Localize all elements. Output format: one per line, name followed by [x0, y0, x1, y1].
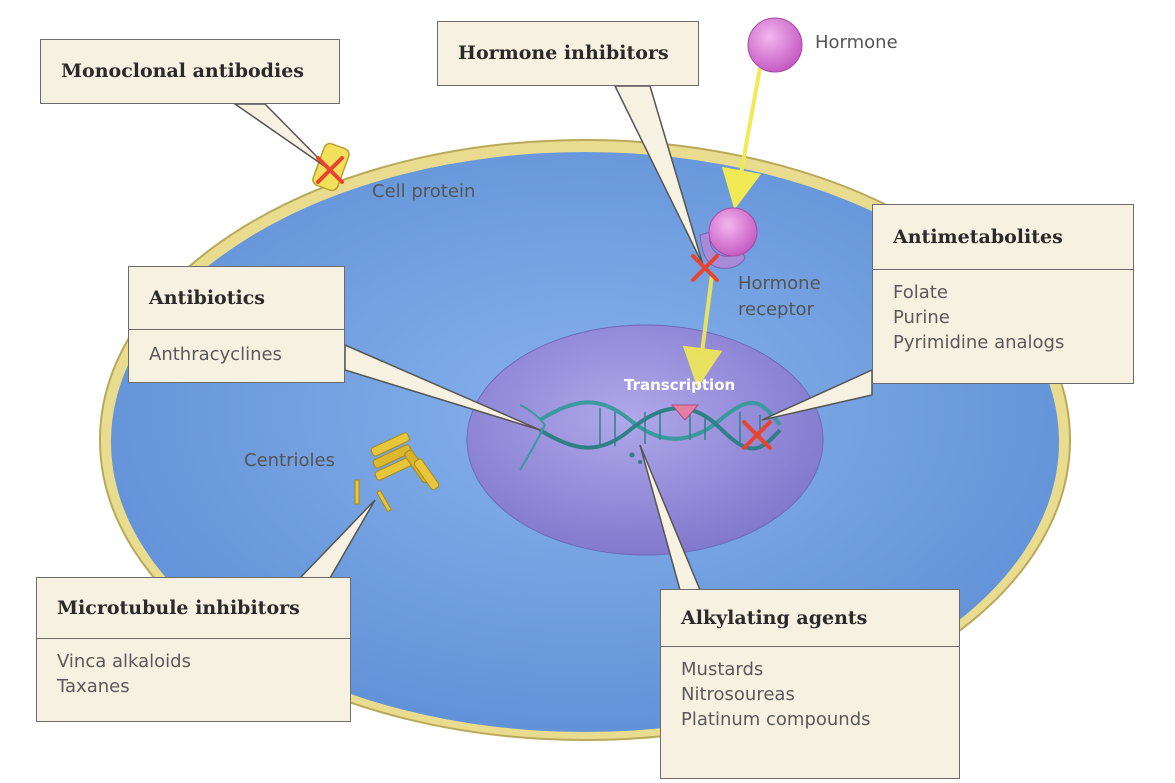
centrioles	[354, 432, 440, 513]
alkylating-item-mustards: Mustards	[681, 659, 764, 680]
pointer-antibiotics	[344, 343, 541, 431]
inhibition-x-marks	[316, 156, 772, 450]
centrioles-label: Centrioles	[244, 450, 335, 471]
hormone-receptor-label-line1: Hormone	[738, 273, 821, 294]
cell-protein-label: Cell protein	[372, 181, 476, 202]
dna-helix	[519, 400, 782, 471]
alkylating-agents-divider	[661, 646, 959, 647]
microtubule-item-taxanes: Taxanes	[57, 676, 130, 697]
monoclonal-antibodies-box: Monoclonal antibodies	[40, 39, 340, 104]
antibiotics-item-anthracyclines: Anthracyclines	[149, 344, 282, 365]
signal-arrow	[682, 274, 723, 388]
hormone-inhibitors-box: Hormone inhibitors	[437, 21, 699, 86]
microtubule-inhibitors-box: Microtubule inhibitors Vinca alkaloids T…	[36, 577, 351, 722]
antibiotics-box: Antibiotics Anthracyclines	[128, 266, 345, 383]
microtubule-inhibitors-divider	[37, 638, 350, 639]
antimetabolites-title: Antimetabolites	[893, 226, 1063, 248]
antimetabolites-divider	[873, 269, 1133, 270]
hormone-molecule	[747, 17, 803, 73]
antimetabolites-item-folate: Folate	[893, 282, 948, 303]
monoclonal-antibodies-title: Monoclonal antibodies	[61, 60, 304, 82]
transcription-marker	[670, 404, 700, 421]
x-mark-hormone-receptor	[691, 254, 719, 282]
hormone-binding-arrow	[721, 67, 762, 210]
antibiotics-title: Antibiotics	[149, 287, 265, 309]
microtubule-inhibitors-title: Microtubule inhibitors	[57, 597, 300, 619]
antimetabolites-box: Antimetabolites Folate Purine Pyrimidine…	[872, 204, 1134, 384]
antibiotics-divider	[129, 329, 344, 330]
alkylating-item-nitrosoureas: Nitrosoureas	[681, 684, 795, 705]
antimetabolites-item-pyrimidine: Pyrimidine analogs	[893, 332, 1065, 353]
hormone-inhibitors-title: Hormone inhibitors	[458, 42, 669, 64]
microtubule-item-vinca: Vinca alkaloids	[57, 651, 191, 672]
antimetabolites-item-purine: Purine	[893, 307, 950, 328]
pointer-lines	[232, 85, 873, 591]
pointer-hormone-inhibitors	[613, 85, 704, 266]
alkylating-agents-title: Alkylating agents	[681, 607, 868, 629]
x-mark-cell-protein	[316, 156, 344, 184]
x-mark-dna	[742, 420, 772, 450]
bound-hormone	[708, 207, 758, 257]
alkylating-agents-box: Alkylating agents Mustards Nitrosoureas …	[660, 589, 960, 779]
pointer-monoclonal	[232, 103, 331, 171]
hormone-receptor-label-line2: receptor	[738, 299, 814, 320]
alkylating-item-platinum: Platinum compounds	[681, 709, 871, 730]
transcription-label: Transcription	[624, 376, 736, 394]
hormone-label: Hormone	[815, 32, 898, 53]
